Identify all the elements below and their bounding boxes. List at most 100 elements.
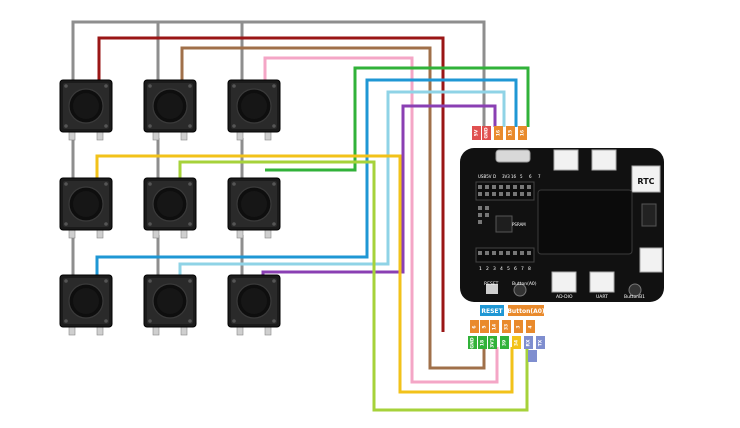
bottom-pin-r2-0: GND	[468, 336, 477, 349]
button-corner-dot	[64, 124, 68, 128]
board-top-label: USB5V	[478, 174, 492, 179]
reset-switch[interactable]	[486, 284, 498, 294]
button-corner-dot	[272, 182, 276, 186]
button-corner-dot	[272, 279, 276, 283]
bottom-pin-tag	[526, 320, 535, 333]
button-corner-dot	[64, 182, 68, 186]
button-corner-dot	[232, 182, 236, 186]
bottom-pin-label: 4	[528, 325, 534, 328]
button-cap-inner	[157, 191, 183, 217]
header-hole	[506, 251, 510, 255]
button-corner-dot	[104, 279, 108, 283]
grove-connector-ad	[551, 271, 577, 293]
header-hole	[485, 192, 489, 196]
top-pin-label: 16	[496, 130, 502, 136]
bottom-pin-label: TX	[538, 339, 544, 346]
wire-lime	[178, 160, 529, 412]
board-top-label: 3V3	[502, 174, 510, 179]
top-pin-tag	[472, 126, 481, 140]
tactile-button-9	[227, 274, 281, 336]
bottom-pin-r2-2: 3V3	[488, 336, 497, 349]
button-corner-dot	[232, 279, 236, 283]
bottom-pin-tag	[488, 336, 497, 349]
top-pin-label: 5V	[474, 129, 480, 136]
button-corner-dot	[64, 222, 68, 226]
bottom-pin-label: 33	[504, 324, 510, 330]
board-top-label: 6	[529, 174, 532, 179]
tactile-button-3	[227, 79, 281, 141]
rtc-module	[631, 165, 661, 193]
bottom-header	[475, 247, 535, 263]
button-corner-dot	[148, 124, 152, 128]
tactile-button-2	[143, 79, 197, 141]
header-hole	[478, 251, 482, 255]
bottom-pin-tag	[514, 320, 523, 333]
board-bottom-label: 7	[521, 266, 524, 272]
header-hole	[485, 251, 489, 255]
board-tags: RESET Button(A0)	[480, 305, 545, 316]
wire-green	[265, 66, 530, 172]
header-hole	[513, 192, 517, 196]
bottom-pin-label: GND	[470, 337, 476, 348]
bottom-pin-tag	[480, 320, 489, 333]
button-corner-dot	[272, 222, 276, 226]
board-bottom-label: 5	[507, 266, 510, 272]
bottom-pin-label: 39	[502, 340, 508, 346]
top-pin-tag	[494, 126, 503, 140]
bottom-pin-tag	[470, 320, 479, 333]
bottom-pin-tag	[502, 320, 511, 333]
header-hole	[478, 192, 482, 196]
header-hole	[499, 251, 503, 255]
top-header	[475, 181, 535, 201]
button-cap-inner	[73, 93, 99, 119]
top-pin-4: 16	[518, 126, 527, 140]
board-button-a0-icon[interactable]	[513, 283, 527, 297]
header-hole	[492, 185, 496, 189]
bottom-pin-r2-1: 18	[478, 336, 487, 349]
wire-brown	[180, 46, 486, 370]
button-corner-dot	[64, 84, 68, 88]
header-hole	[499, 185, 503, 189]
top-pin-3: 15	[506, 126, 515, 140]
wire-purple	[261, 104, 497, 275]
psram-chip	[495, 215, 513, 233]
top-pin-label: 16	[520, 130, 526, 136]
tactile-button-7	[59, 274, 113, 336]
button-corner-dot	[232, 124, 236, 128]
header-hole	[513, 251, 517, 255]
button-corner-dot	[272, 124, 276, 128]
header-hole	[499, 192, 503, 196]
header-hole	[478, 206, 482, 210]
board-ad-label: AD-DIO	[556, 294, 573, 300]
bottom-pin-label: 5	[482, 325, 488, 328]
bottom-pin-tag	[528, 350, 537, 362]
bottom-pin-tag	[536, 336, 545, 349]
display-screen	[537, 189, 633, 255]
button-corner-dot	[148, 222, 152, 226]
header-hole	[478, 220, 482, 224]
bottom-pin-tag	[468, 336, 477, 349]
bottom-pin-r2-6: TX	[536, 336, 545, 349]
bottom-pin-r1-2: 14	[490, 320, 499, 333]
tactile-button-4	[59, 177, 113, 239]
top-pin-label: 15	[508, 130, 514, 136]
button-corner-dot	[104, 84, 108, 88]
wire-yellow	[95, 154, 514, 394]
bottom-pin-tag	[478, 336, 487, 349]
wire-gray	[71, 20, 486, 127]
board-button-b1-label: ButtonB1	[624, 294, 645, 300]
button-corner-dot	[272, 319, 276, 323]
board-top-label: 16	[511, 174, 517, 179]
grove-connector-2	[591, 149, 617, 171]
top-pin-2: 16	[494, 126, 503, 140]
board-button-a0-label: Button(A0)	[512, 281, 537, 287]
header-hole	[492, 192, 496, 196]
button-corner-dot	[104, 222, 108, 226]
wire-blue	[95, 78, 518, 275]
button-cap-inner	[73, 288, 99, 314]
bottom-pin-label: 18	[480, 340, 486, 346]
button-corner-dot	[232, 84, 236, 88]
bottom-pin-r2-3: 39	[500, 336, 509, 349]
board-button-b1-icon[interactable]	[628, 283, 642, 297]
